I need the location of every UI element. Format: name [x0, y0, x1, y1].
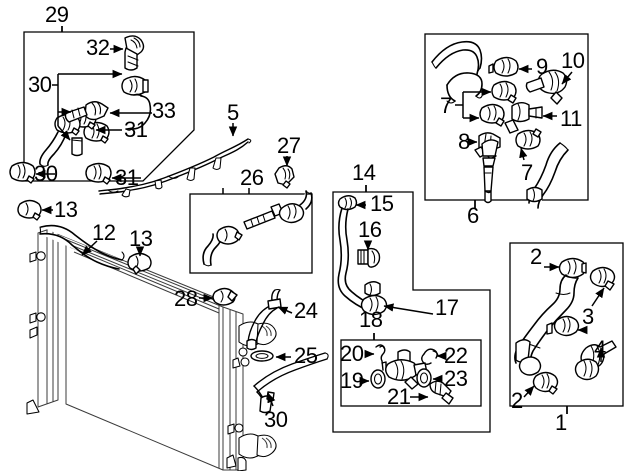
- callout-label-29: 29: [45, 2, 69, 27]
- callout-label-19: 19: [340, 368, 364, 393]
- callout-label-5: 5: [227, 100, 239, 125]
- part-9-clamp: [488, 56, 519, 77]
- callout-label-3a: 3: [582, 304, 594, 329]
- callout-label-2a: 2: [530, 244, 542, 269]
- part-31-clamp-standalone: [85, 162, 112, 185]
- callout-label-6: 6: [467, 203, 479, 228]
- radiator: [26, 225, 277, 471]
- part-33-connector: [64, 101, 109, 123]
- part-11-connector: [504, 102, 543, 134]
- callout-label-15: 15: [370, 191, 394, 216]
- part-2-clamp-upper: [558, 257, 587, 279]
- part-6-lower-hose: [526, 142, 569, 209]
- callout-label-30b: 30: [34, 161, 58, 186]
- callout-label-1: 1: [555, 410, 567, 435]
- callout-label-31b: 31: [115, 165, 139, 190]
- callout-label-25: 25: [294, 343, 318, 368]
- part-30-clamp-a: [121, 75, 149, 96]
- callout-label-4: 4: [594, 336, 606, 361]
- callout-label-13a: 13: [54, 197, 78, 222]
- part-20-clip: [375, 344, 387, 372]
- part-27-cap: [274, 165, 295, 189]
- callout-label-30a: 30: [28, 72, 52, 97]
- leader-lines: [35, 26, 606, 414]
- part-32-elbow: [124, 35, 145, 71]
- part-6-pipe: [481, 139, 499, 204]
- part-14-heater-hose: [337, 207, 375, 312]
- part-16-clip: [357, 247, 381, 268]
- radiator-lower-neck: [226, 423, 277, 471]
- part-26-assembly: [202, 190, 313, 267]
- callout-label-8: 8: [458, 129, 470, 154]
- callout-label-24: 24: [294, 298, 318, 323]
- part-29-stub: [71, 137, 83, 157]
- callout-label-33: 33: [152, 98, 176, 123]
- group-box-26: [189, 188, 313, 274]
- callout-label-23: 23: [444, 366, 468, 391]
- part-10-connector: [525, 69, 568, 105]
- part-23-o-ring: [416, 368, 432, 388]
- callout-label-7a: 7: [440, 93, 452, 118]
- part-6-long-hose: [431, 40, 483, 75]
- part-22-clip: [421, 348, 439, 365]
- callout-label-16: 16: [358, 217, 382, 242]
- part-7-clamp-b: [479, 103, 505, 127]
- part-15-clamp: [337, 195, 358, 211]
- callout-label-7b: 7: [521, 160, 533, 185]
- part-3-clamp-upper: [589, 266, 616, 291]
- callout-label-31a: 31: [124, 117, 148, 142]
- part-7-clamp-c: [515, 128, 542, 150]
- callout-label-11: 11: [560, 106, 582, 131]
- part-7-clamp-a: [491, 80, 517, 104]
- callout-label-32: 32: [86, 35, 110, 60]
- callout-label-2b: 2: [511, 388, 523, 413]
- part-2-clamp-lower: [532, 371, 559, 395]
- part-6-u-hose: [446, 72, 483, 104]
- callout-label-27: 27: [277, 133, 301, 158]
- part-13-clamp-a: [17, 199, 42, 221]
- part-19-o-ring: [370, 369, 386, 389]
- callout-label-13b: 13: [129, 226, 153, 251]
- part-28-clamp: [212, 287, 238, 306]
- callout-label-12: 12: [92, 220, 116, 245]
- callout-label-34: 30: [264, 407, 288, 432]
- callout-label-10: 10: [561, 48, 585, 73]
- callout-label-21: 21: [387, 384, 411, 409]
- callout-label-26: 26: [240, 165, 264, 190]
- callout-label-18: 18: [359, 307, 383, 332]
- callout-label-17: 17: [435, 295, 459, 320]
- callout-label-22: 22: [444, 343, 468, 368]
- part-30-clamp-standalone: [9, 161, 36, 184]
- callout-label-20: 20: [340, 341, 364, 366]
- callout-label-28: 28: [174, 286, 198, 311]
- callout-label-14: 14: [352, 160, 376, 185]
- part-25-o-ring: [250, 350, 274, 362]
- part-3-clamp-lower: [546, 315, 580, 337]
- callout-label-9: 9: [536, 54, 548, 79]
- part-17-clamp: [360, 281, 388, 316]
- part-5-vent-tube: [98, 138, 252, 198]
